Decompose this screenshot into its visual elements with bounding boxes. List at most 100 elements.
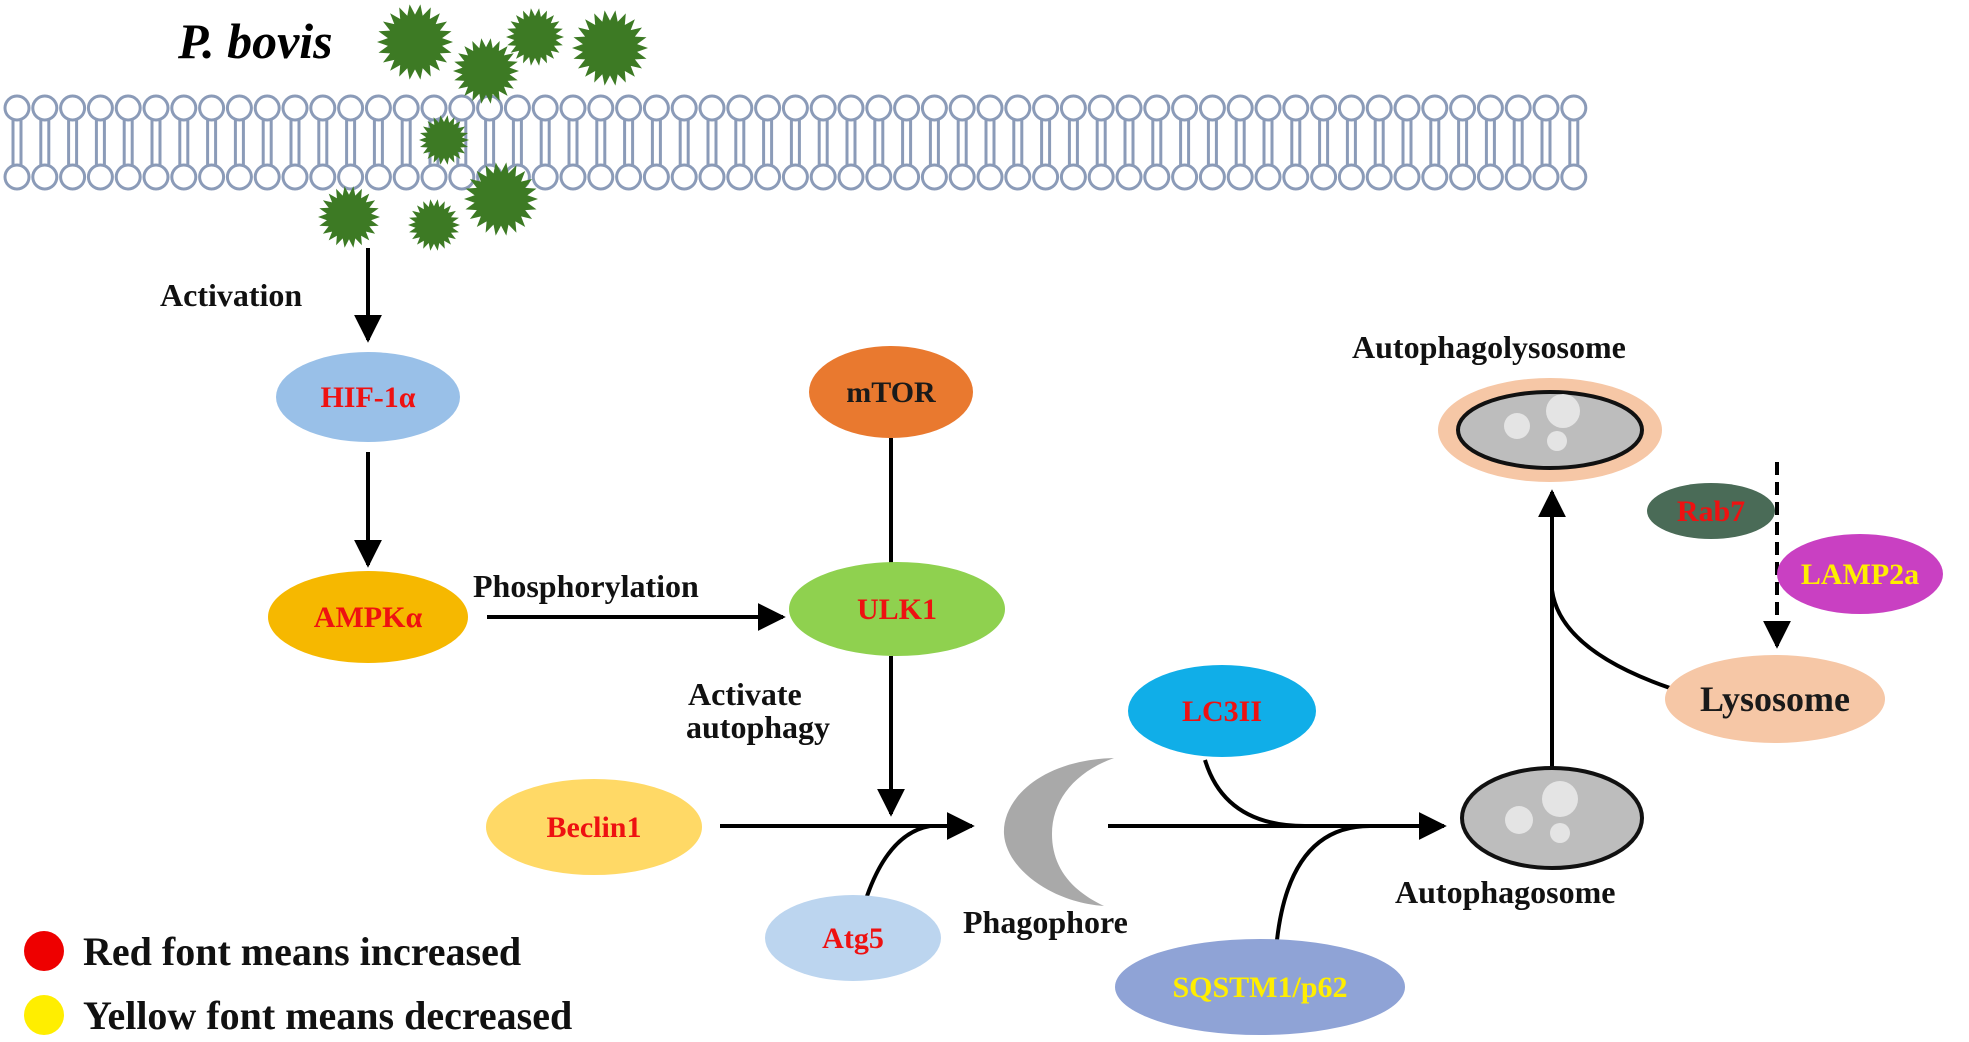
node-ulk1: ULK1 <box>789 562 1005 656</box>
activate-autophagy-label-line2: autophagy <box>686 709 830 745</box>
sqstm1-label: SQSTM1/p62 <box>1172 971 1347 1004</box>
phospholipid <box>1532 94 1560 191</box>
phospholipid <box>337 94 365 191</box>
phospholipid <box>1393 94 1421 191</box>
phospholipid <box>754 94 782 191</box>
beclin1-label: Beclin1 <box>547 811 642 844</box>
phospholipid <box>31 94 59 191</box>
phospholipid <box>1449 94 1477 191</box>
node-sqstm1: SQSTM1/p62 <box>1115 939 1405 1035</box>
phospholipid <box>1560 94 1588 191</box>
node-ampka: AMPKα <box>268 571 468 663</box>
lc3ii-label: LC3II <box>1182 695 1262 728</box>
mtor-label: mTOR <box>846 376 936 409</box>
phospholipid <box>1115 94 1143 191</box>
phospholipid <box>948 94 976 191</box>
lc3ii-curve <box>1203 759 1306 828</box>
phospholipid <box>448 94 476 191</box>
hif1a-label: HIF-1α <box>320 381 415 414</box>
phospholipid <box>865 94 893 191</box>
phospholipid <box>698 94 726 191</box>
phospholipid <box>1254 94 1282 191</box>
pathogen-particle <box>408 199 460 251</box>
autophagosome <box>1460 766 1644 870</box>
phospholipid <box>198 94 226 191</box>
legend-increased-text: Red font means increased <box>83 929 521 974</box>
node-lysosome: Lysosome <box>1665 655 1885 743</box>
rab7-label: Rab7 <box>1677 495 1745 528</box>
node-beclin1: Beclin1 <box>486 779 702 875</box>
phospholipid <box>1032 94 1060 191</box>
phospholipid <box>615 94 643 191</box>
phospholipid <box>781 94 809 191</box>
phospholipid <box>642 94 670 191</box>
phospholipid <box>1365 94 1393 191</box>
phospholipid <box>225 94 253 191</box>
phospholipid <box>1198 94 1226 191</box>
phospholipid <box>114 94 142 191</box>
node-rab7: Rab7 <box>1647 483 1775 539</box>
phospholipid <box>587 94 615 191</box>
phospholipid <box>1504 94 1532 191</box>
node-mtor: mTOR <box>809 346 973 438</box>
lysosome-label: Lysosome <box>1700 679 1850 719</box>
atg5-label: Atg5 <box>822 922 884 955</box>
phospholipid <box>670 94 698 191</box>
node-lc3ii: LC3II <box>1128 665 1316 757</box>
phospholipid <box>3 94 31 191</box>
ulk1-label: ULK1 <box>857 593 937 626</box>
pathogen-particle <box>453 38 519 104</box>
phosphorylation-label: Phosphorylation <box>473 568 699 604</box>
phospholipid <box>976 94 1004 191</box>
phospholipid <box>364 94 392 191</box>
phospholipid <box>726 94 754 191</box>
pathogen-particle <box>419 115 469 165</box>
cell-membrane <box>3 94 1588 191</box>
phospholipid <box>1421 94 1449 191</box>
sqstm1-curve <box>1275 824 1371 941</box>
phospholipid <box>809 94 837 191</box>
legend-decreased-text: Yellow font means decreased <box>83 993 572 1038</box>
pathogen-particle <box>464 162 538 236</box>
phospholipid <box>86 94 114 191</box>
connectors <box>354 248 1791 941</box>
legend: Red font means increased Yellow font mea… <box>24 929 572 1038</box>
phospholipid <box>309 94 337 191</box>
lamp2a-label: LAMP2a <box>1801 558 1919 591</box>
phospholipid <box>1226 94 1254 191</box>
node-atg5: Atg5 <box>765 895 941 981</box>
phospholipid <box>281 94 309 191</box>
pathogen-particle <box>318 186 380 248</box>
p-bovis-particles <box>318 4 648 251</box>
phospholipid <box>920 94 948 191</box>
phospholipid <box>1337 94 1365 191</box>
legend-decreased-dot <box>24 995 64 1035</box>
pathogen-title: P. bovis <box>177 13 333 69</box>
activate-autophagy-label-line1: Activate <box>688 676 802 712</box>
lysosome-fusion-curve <box>1550 589 1671 690</box>
phospholipid <box>559 94 587 191</box>
pathogen-particle <box>572 10 648 86</box>
phospholipid <box>893 94 921 191</box>
phospholipid <box>1143 94 1171 191</box>
phospholipid <box>531 94 559 191</box>
phagophore-crescent <box>1003 758 1114 906</box>
phospholipid <box>837 94 865 191</box>
activation-label: Activation <box>160 277 302 313</box>
phospholipid <box>1476 94 1504 191</box>
phospholipid <box>1087 94 1115 191</box>
phospholipid <box>253 94 281 191</box>
autophagosome-label: Autophagosome <box>1395 874 1615 910</box>
autophagolysosome-label: Autophagolysosome <box>1352 329 1626 365</box>
phospholipid <box>392 94 420 191</box>
pathogen-particle <box>377 4 453 80</box>
phospholipid <box>142 94 170 191</box>
phospholipid <box>1282 94 1310 191</box>
phospholipid <box>1171 94 1199 191</box>
phospholipid <box>59 94 87 191</box>
phagophore-label: Phagophore <box>963 904 1128 940</box>
node-hif1a: HIF-1α <box>276 352 460 442</box>
phospholipid <box>1310 94 1338 191</box>
pathogen-particle <box>506 8 564 66</box>
